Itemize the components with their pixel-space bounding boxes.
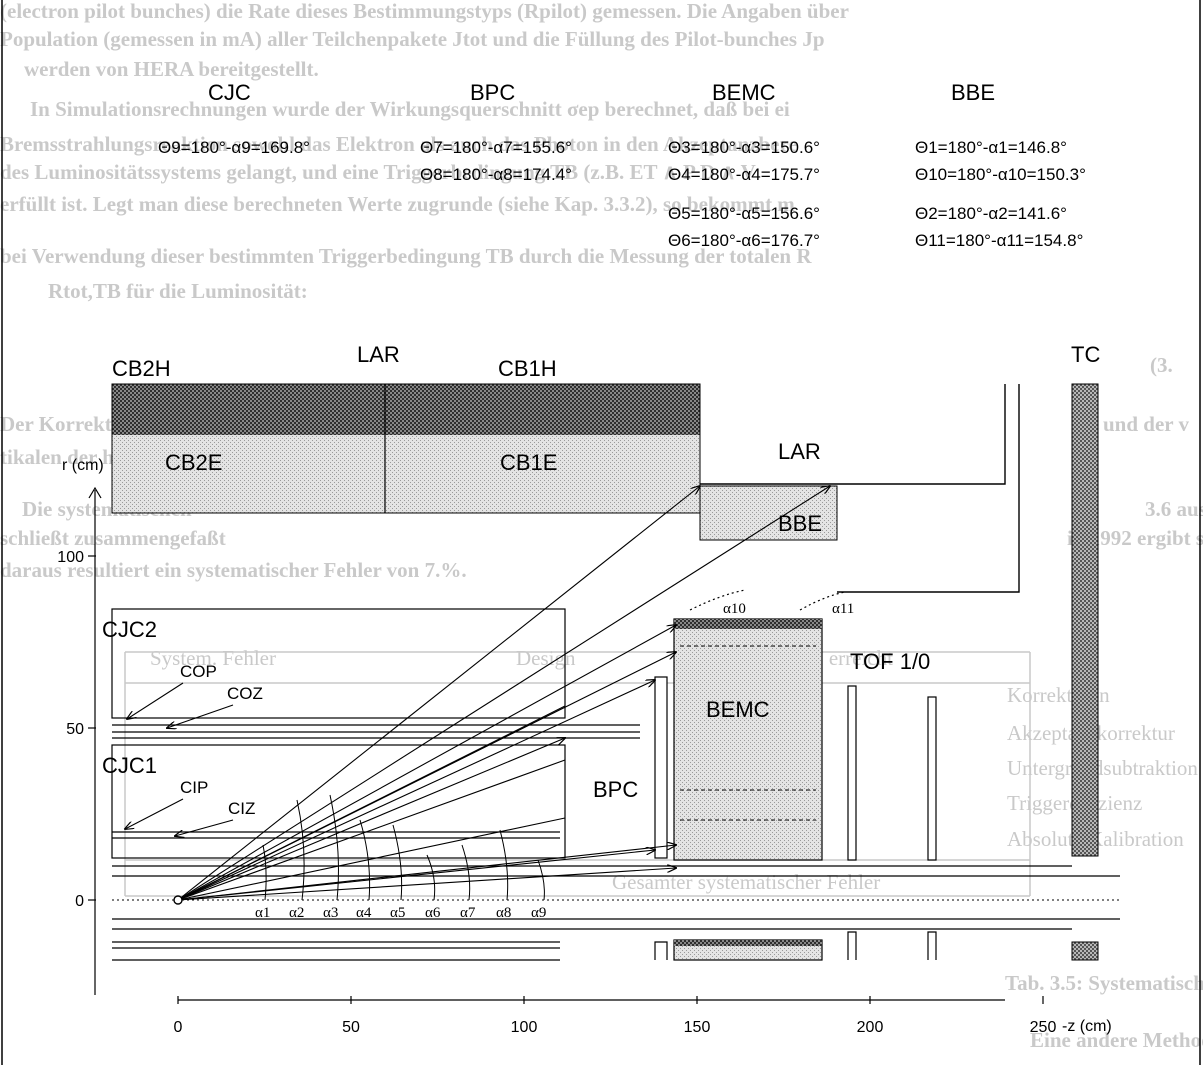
r-axis-ticks: 0 50 100: [57, 549, 96, 910]
angle-label-8: α8: [496, 905, 511, 921]
background-text-line: System. Fehler: [150, 646, 276, 670]
cjc2-chamber: [111, 608, 566, 719]
background-text-line: des Luminositätssystems gelangt, und ein…: [0, 160, 756, 184]
label-tc: TC: [1071, 342, 1100, 367]
interaction-vertex: [173, 895, 183, 905]
r-tick-label: 50: [66, 721, 84, 738]
angle-label-3: α3: [323, 905, 338, 921]
background-text-line: (3.: [1150, 353, 1173, 377]
label-lar-top: LAR: [357, 342, 400, 367]
label-coz: COZ: [227, 684, 263, 703]
background-text-line: Gesamter systematischer Fehler: [612, 870, 880, 894]
lar-cryostat-outline: [700, 384, 1006, 485]
label-tof: TOF 1/0: [850, 649, 930, 674]
label-bemc: BEMC: [706, 697, 770, 722]
background-text-line: daraus resultiert ein systematischer Feh…: [0, 558, 467, 582]
z-axis-label: -z (cm): [1062, 1018, 1112, 1035]
angle-label-7: α7: [460, 905, 476, 921]
cb2h-block: [112, 384, 385, 435]
angle-labels: α1 α2 α3 α4 α5 α6 α7 α8 α9 α10 α11: [255, 601, 854, 921]
label-cjc1: CJC1: [102, 753, 157, 778]
label-bbe: BBE: [778, 511, 822, 536]
z-tick-label: 150: [684, 1019, 711, 1036]
label-cjc2: CJC2: [102, 617, 157, 642]
background-text-line: bei Verwendung dieser bestimmten Trigger…: [0, 244, 812, 268]
bpc-wall: [654, 676, 668, 859]
angle-label-11: α11: [832, 601, 854, 617]
label-cb2e: CB2E: [165, 450, 222, 475]
r-tick-label: 0: [75, 893, 84, 910]
cjc1-chamber: [111, 744, 566, 859]
background-text-line: Tab. 3.5: Systematische Fehler der Lumin…: [1005, 971, 1203, 995]
angle-label-9: α9: [531, 905, 546, 921]
z-tick-label: 250: [1030, 1019, 1057, 1036]
angle-bemc-theta5: Θ5=180°-α5=156.6°: [668, 204, 820, 223]
background-text-line: und der v: [1103, 412, 1189, 436]
angle-label-4: α4: [356, 905, 372, 921]
angle-bpc-theta8: Θ8=180°-α8=174.4°: [420, 165, 572, 184]
label-cb2h: CB2H: [112, 356, 171, 381]
label-bpc: BPC: [593, 777, 638, 802]
angle-label-1: α1: [255, 905, 270, 921]
background-text-line: Untergrundsubtraktion: [1007, 756, 1198, 780]
background-text-line: In Simulationsrechnungen wurde der Wirku…: [30, 97, 790, 121]
axes: r (cm) -z (cm) 0 50 100 0 50 100 150 200 250: [57, 457, 1111, 1036]
cb2e-block: [112, 435, 385, 513]
background-text-line: Population (gemessen in mA) aller Teilch…: [0, 27, 825, 51]
angle-table-header-bpc: BPC: [470, 80, 515, 105]
label-cb1e: CB1E: [500, 450, 557, 475]
r-axis-label: r (cm): [62, 457, 104, 474]
cb2-module: [112, 384, 385, 513]
background-text-line: erfüllt ist. Legt man diese berechneten …: [0, 192, 795, 216]
angle-cjc-theta9: Θ9=180°-α9=169.8°: [158, 138, 310, 157]
label-lar-inner: LAR: [778, 439, 821, 464]
tof-bar-1: [847, 685, 857, 861]
angle-bbe-theta2: Θ2=180°-α2=141.6°: [915, 204, 1067, 223]
cb1-module: [385, 384, 700, 513]
angle-bbe-theta1: Θ1=180°-α1=146.8°: [915, 138, 1067, 157]
angle-label-6: α6: [425, 905, 441, 921]
angle-bbe-theta10: Θ10=180°-α10=150.3°: [915, 165, 1086, 184]
background-text-line: Bremsstrahlungsreaktion sowohl das Elekt…: [0, 132, 798, 156]
cb1h-block: [385, 384, 700, 435]
z-tick-label: 50: [342, 1019, 360, 1036]
z-axis-ticks: 0 50 100 150 200 250: [174, 996, 1057, 1036]
angle-bbe-theta11: Θ11=180°-α11=154.8°: [915, 231, 1083, 250]
background-text-line: werden von HERA bereitgestellt.: [24, 57, 319, 81]
angle-bpc-theta7: Θ7=180°-α7=155.6°: [420, 138, 572, 157]
angle-table-header-bemc: BEMC: [712, 80, 776, 105]
angle-label-2: α2: [289, 905, 304, 921]
angle-table: CJC BPC BEMC BBE Θ9=180°-α9=169.8° Θ7=18…: [158, 80, 1086, 250]
z-tick-label: 200: [857, 1019, 884, 1036]
background-text-line: Rtot,TB für die Luminosität:: [48, 279, 308, 303]
angle-bemc-theta3: Θ3=180°-α3=150.6°: [668, 138, 820, 157]
tc-lower-block: [1071, 941, 1099, 961]
angle-rays: [177, 486, 830, 901]
r-tick-label: 100: [57, 549, 84, 566]
angle-bemc-theta6: Θ6=180°-α6=176.7°: [668, 231, 820, 250]
angle-label-5: α5: [390, 905, 405, 921]
background-text-line: Eine andere Methode zur Bestimmung der L…: [1030, 1028, 1203, 1052]
background-text-line: (electron pilot bunches) die Rate dieses…: [0, 0, 849, 23]
z-tick-label: 100: [511, 1019, 538, 1036]
angle-arcs: [262, 794, 545, 901]
tc-block: [1071, 383, 1099, 857]
tof-bar-2: [927, 696, 937, 861]
angle-label-10: α10: [723, 601, 746, 617]
angle-bemc-theta4: Θ4=180°-α4=175.7°: [668, 165, 820, 184]
angle-table-header-bbe: BBE: [951, 80, 995, 105]
cb1e-block: [385, 435, 700, 513]
bemc-block: [673, 618, 823, 861]
angle-table-header-cjc: CJC: [208, 80, 251, 105]
label-cb1h: CB1H: [498, 356, 557, 381]
bbe-block: [699, 485, 838, 541]
z-tick-label: 0: [174, 1019, 183, 1036]
background-text-line: 3.6 aus: [1145, 497, 1203, 521]
label-ciz: CIZ: [228, 799, 255, 818]
background-text-line: schließt zusammengefaßt: [0, 526, 226, 550]
label-cop: COP: [180, 662, 217, 681]
label-cip: CIP: [180, 778, 208, 797]
